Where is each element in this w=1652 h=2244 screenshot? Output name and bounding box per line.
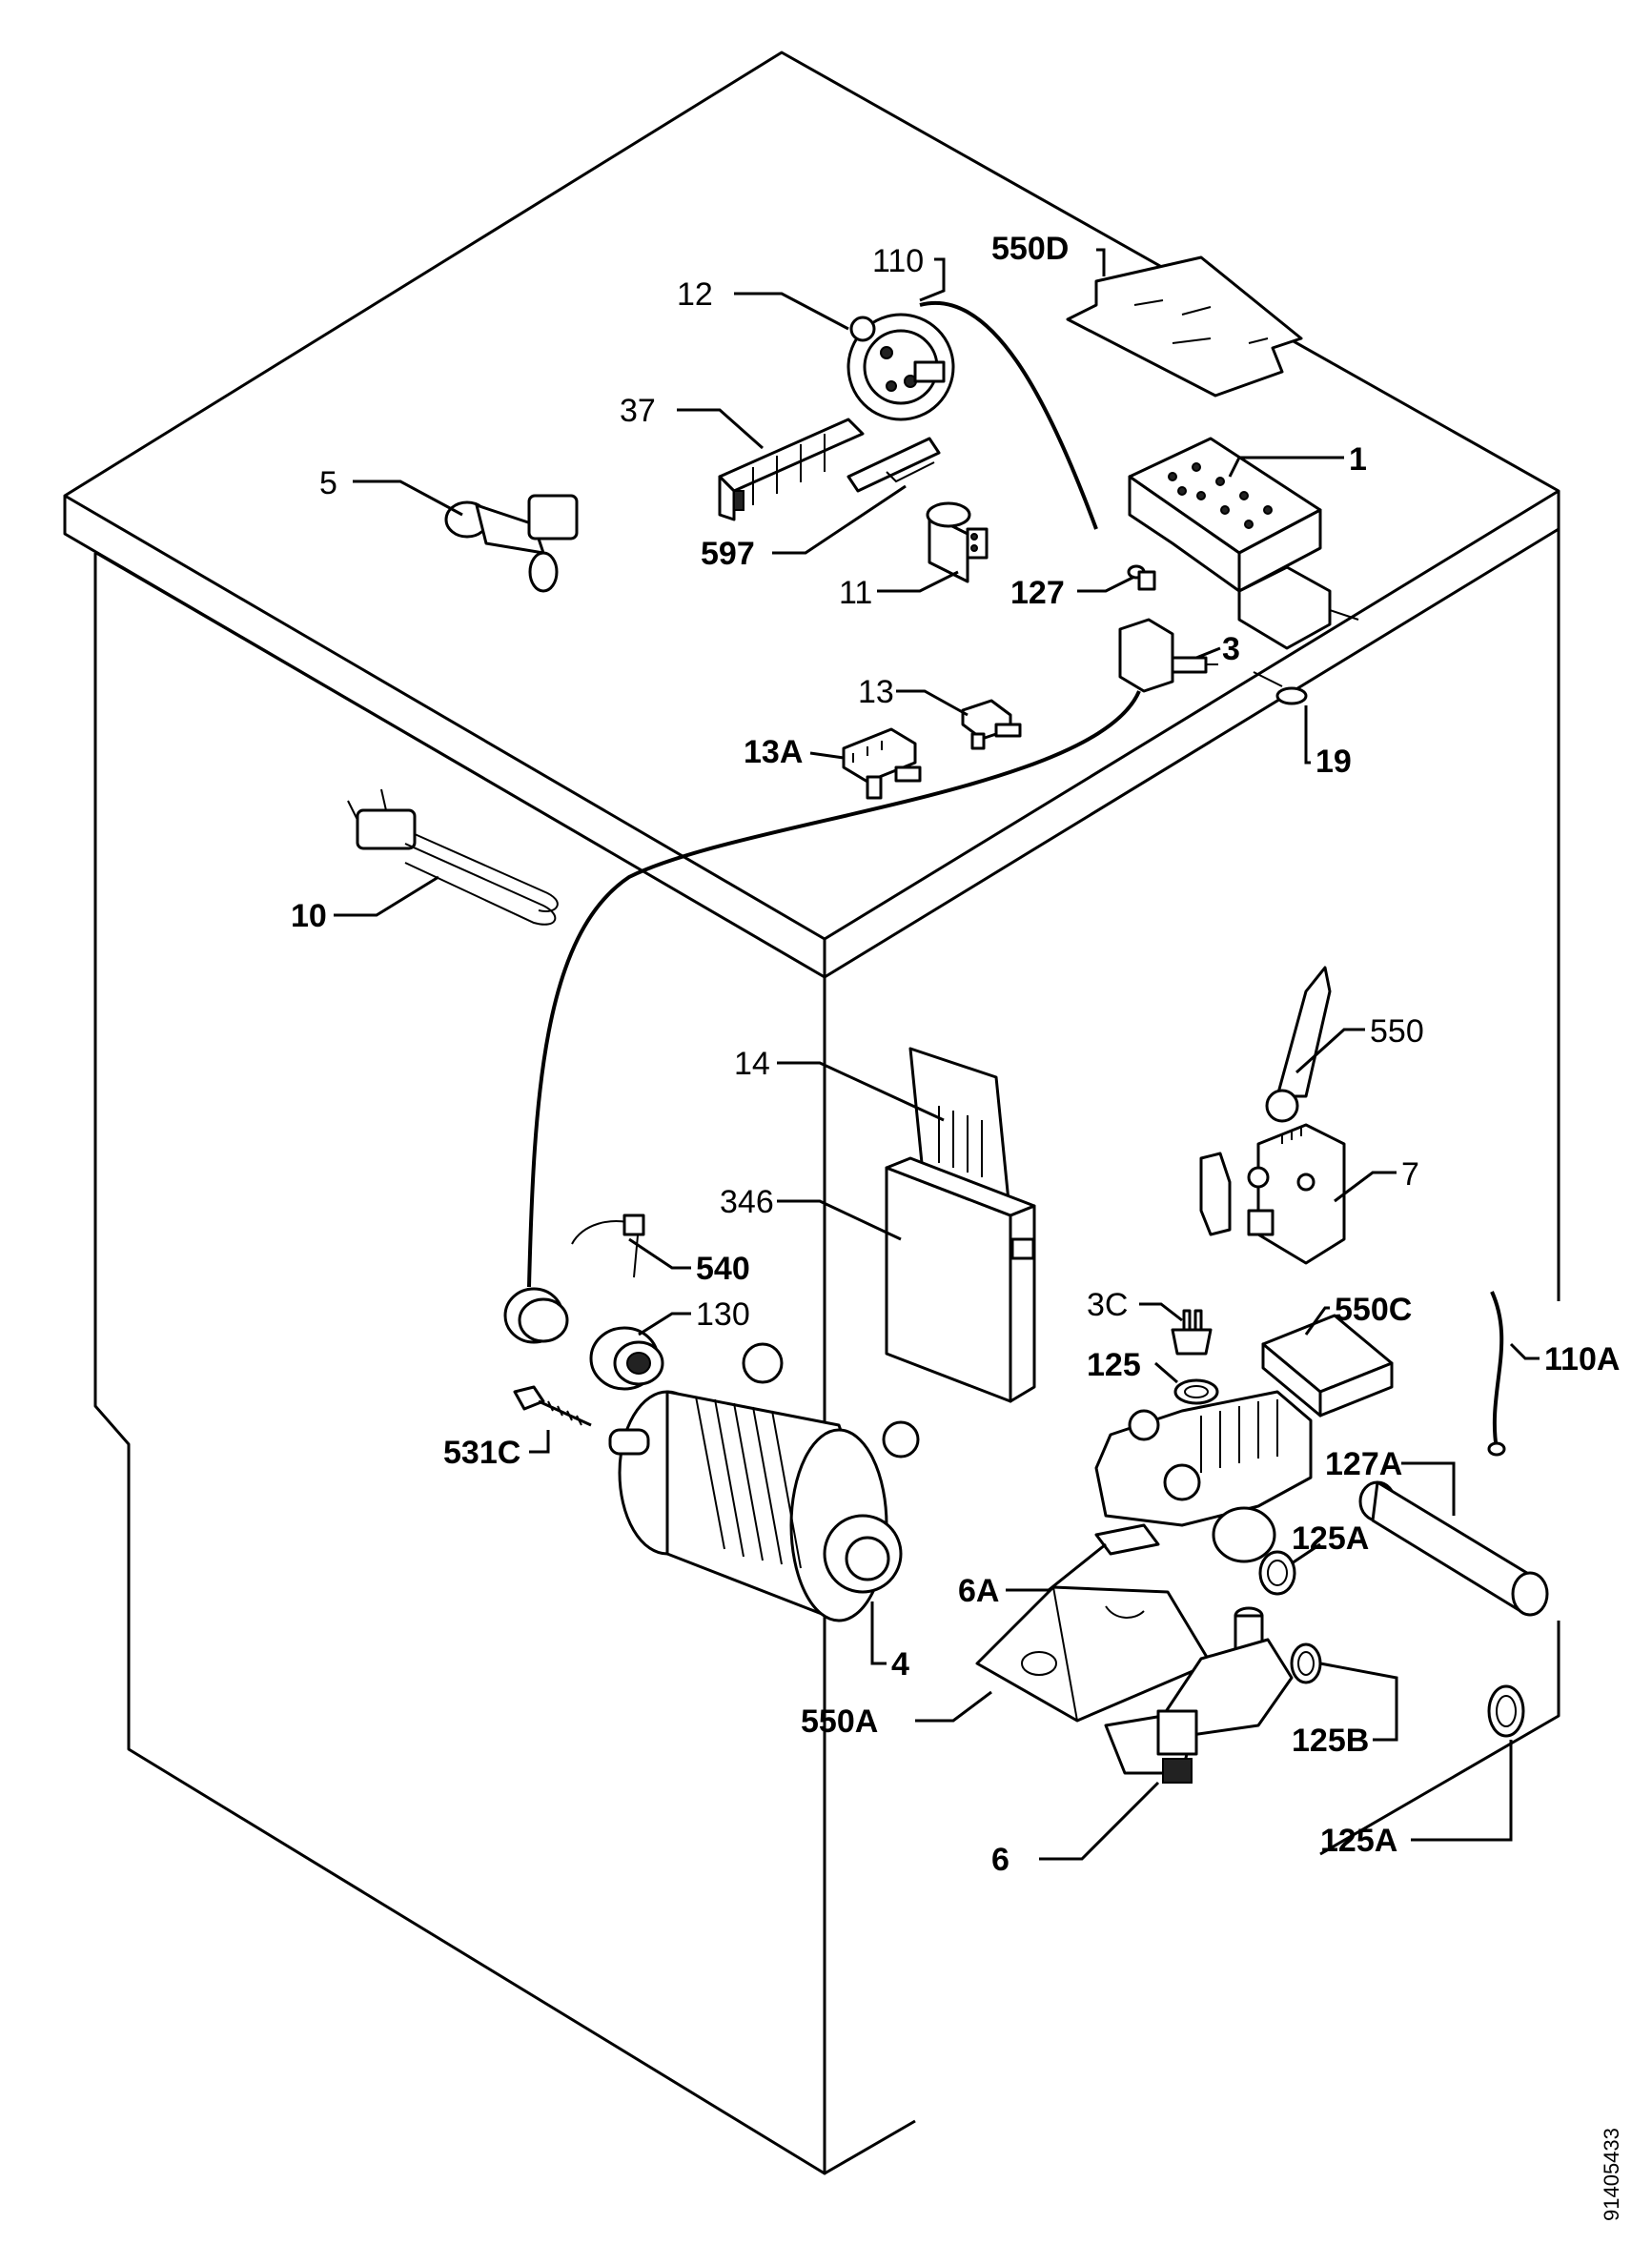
part-346-dispenser-box	[885, 1156, 1036, 1403]
cabinet-right-edge-lower	[1319, 1621, 1560, 1856]
label-125a-lower: 125A	[1320, 1823, 1397, 1859]
part-125a-ring-lower	[1487, 1684, 1525, 1738]
label-6: 6	[991, 1842, 1010, 1878]
part-6-drain-pump	[1104, 1606, 1294, 1784]
part-125-seal	[1173, 1378, 1219, 1405]
part-127-fitting	[1127, 564, 1156, 591]
part-597-clip	[846, 437, 941, 493]
label-10: 10	[291, 898, 327, 934]
part-550-lever	[1265, 966, 1332, 1123]
label-550: 550	[1370, 1013, 1424, 1050]
label-6a: 6A	[958, 1573, 999, 1609]
part-3c-sensor	[1171, 1309, 1213, 1356]
part-7-door-lock	[1199, 1123, 1346, 1265]
label-125a-upper: 125A	[1292, 1520, 1369, 1557]
switch-cable	[527, 690, 1141, 1288]
part-13-connector	[961, 699, 1022, 750]
plug-end	[503, 1287, 569, 1344]
part-13a-connector	[842, 727, 922, 800]
label-3: 3	[1222, 631, 1240, 667]
label-110: 110	[872, 243, 924, 279]
cabinet-top-edge	[63, 491, 1560, 979]
part-110-hose	[919, 300, 1098, 530]
part-550d-cover-plate	[1066, 255, 1303, 398]
label-37: 37	[620, 393, 656, 429]
label-550a: 550A	[801, 1703, 878, 1740]
leader-lines	[334, 248, 1540, 1861]
part-125a-ring-upper	[1258, 1550, 1296, 1596]
part-19-lamp	[1253, 671, 1308, 705]
part-sump-housing	[1094, 1390, 1313, 1563]
part-130-grommet	[589, 1326, 664, 1391]
label-1: 1	[1349, 441, 1367, 478]
part-1-programme-timer	[1128, 437, 1359, 650]
part-12-pressure-switch	[846, 313, 955, 421]
label-550d: 550D	[991, 231, 1069, 267]
label-14: 14	[734, 1046, 770, 1082]
label-13a: 13A	[744, 734, 803, 770]
label-127a: 127A	[1325, 1446, 1402, 1482]
label-19: 19	[1315, 744, 1352, 780]
cabinet-left-side	[93, 553, 826, 2175]
part-540-clip	[571, 1214, 645, 1278]
part-37-terminal-block	[718, 418, 865, 521]
label-125b: 125B	[1292, 1723, 1369, 1759]
label-7: 7	[1401, 1156, 1419, 1193]
part-10-heating-element	[347, 788, 559, 926]
label-540: 540	[696, 1251, 750, 1287]
label-531c: 531C	[443, 1435, 520, 1471]
cabinet-outline	[63, 51, 1560, 2175]
label-125: 125	[1087, 1347, 1141, 1383]
label-5: 5	[319, 465, 337, 501]
label-13: 13	[858, 674, 894, 710]
label-127: 127	[1010, 575, 1065, 611]
part-550c-cover	[1261, 1314, 1394, 1418]
part-11-capacitor	[926, 501, 989, 583]
label-4: 4	[891, 1646, 909, 1683]
part-127a-pipe	[1358, 1480, 1549, 1617]
part-110a-hose	[1490, 1291, 1504, 1450]
label-3c: 3C	[1087, 1287, 1128, 1323]
part-125b-ring	[1290, 1642, 1322, 1684]
part-531c-screw	[513, 1385, 592, 1427]
label-597: 597	[701, 536, 755, 572]
part-4-motor	[608, 1342, 920, 1622]
label-346: 346	[720, 1184, 774, 1220]
label-110a: 110A	[1544, 1341, 1620, 1377]
document-number: 91405433	[1600, 2128, 1623, 2221]
cabinet-top	[63, 51, 1560, 941]
label-12: 12	[677, 276, 713, 313]
part-labels: 110 550D 12 37 5 1 597 11 127 3 13 19 13…	[291, 231, 1623, 2221]
label-11: 11	[839, 575, 872, 611]
part-550a-mat	[975, 1585, 1213, 1723]
label-130: 130	[696, 1296, 750, 1333]
label-550c: 550C	[1335, 1292, 1412, 1328]
part-5-inlet-valve	[444, 494, 579, 593]
part-3-switch	[1118, 618, 1218, 693]
